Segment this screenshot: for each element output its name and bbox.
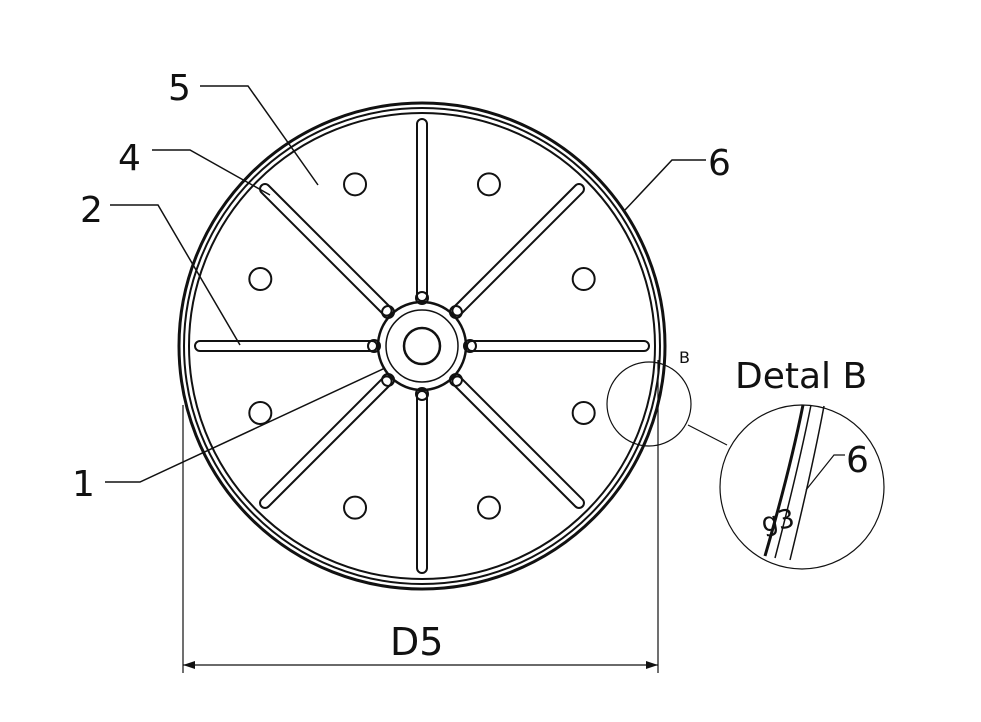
hub-outer <box>376 300 468 392</box>
disc-hole <box>248 267 273 292</box>
spokes <box>194 118 650 574</box>
disc-hole <box>571 400 596 425</box>
disc-hole <box>571 267 596 292</box>
detail-connector <box>687 424 728 446</box>
spoke <box>451 183 585 317</box>
disc-hole <box>343 172 368 197</box>
leader-5 <box>200 85 319 186</box>
hub-bore <box>402 326 442 366</box>
detail-rim-line-3 <box>789 405 825 561</box>
label-5: 5 <box>168 68 191 109</box>
dimension-arrow-right <box>646 661 658 669</box>
spoke <box>451 375 585 509</box>
disc-hole <box>476 495 501 520</box>
spoke <box>416 118 428 302</box>
spoke <box>259 375 393 509</box>
detail-label-6: 6 <box>846 440 869 481</box>
spoke <box>416 390 428 574</box>
detail-leader-6 <box>805 454 845 491</box>
hub-ring <box>385 309 459 383</box>
label-4: 4 <box>118 138 141 179</box>
spoke-joint <box>448 305 463 320</box>
disc-hole <box>476 172 501 197</box>
spoke <box>194 340 378 352</box>
spoke-joint <box>415 387 429 401</box>
rim-outer <box>177 101 667 591</box>
spoke-joint <box>463 339 477 353</box>
detail-rim-line-2 <box>774 404 812 559</box>
detail-b-view-circle <box>719 404 885 570</box>
rim-inner <box>188 112 656 580</box>
leader-1 <box>105 367 386 483</box>
disc-hole <box>343 495 368 520</box>
leader-4 <box>152 149 271 196</box>
detail-thickness-label: g3 <box>759 504 797 539</box>
label-6: 6 <box>708 143 731 184</box>
rim-middle <box>183 107 661 585</box>
spoke-joint <box>415 291 429 305</box>
detail-b-marker-circle <box>606 361 692 447</box>
detail-marker-label: B <box>679 348 690 367</box>
detail-rim-line-1 <box>763 404 805 557</box>
spoke <box>466 340 650 352</box>
dimension-arrow-left <box>183 661 195 669</box>
spoke <box>259 183 393 317</box>
dimension-label-d5: D5 <box>390 620 443 664</box>
label-1: 1 <box>72 464 95 505</box>
label-2: 2 <box>80 190 103 231</box>
spoke-joint <box>381 372 396 387</box>
spoke-joint <box>381 305 396 320</box>
leader-6 <box>624 159 706 211</box>
leader-2 <box>110 204 241 346</box>
detail-title: Detal B <box>735 356 867 397</box>
spoke-joint <box>367 339 381 353</box>
disc-hole <box>248 400 273 425</box>
spoke-joint <box>448 372 463 387</box>
holes <box>248 172 596 520</box>
